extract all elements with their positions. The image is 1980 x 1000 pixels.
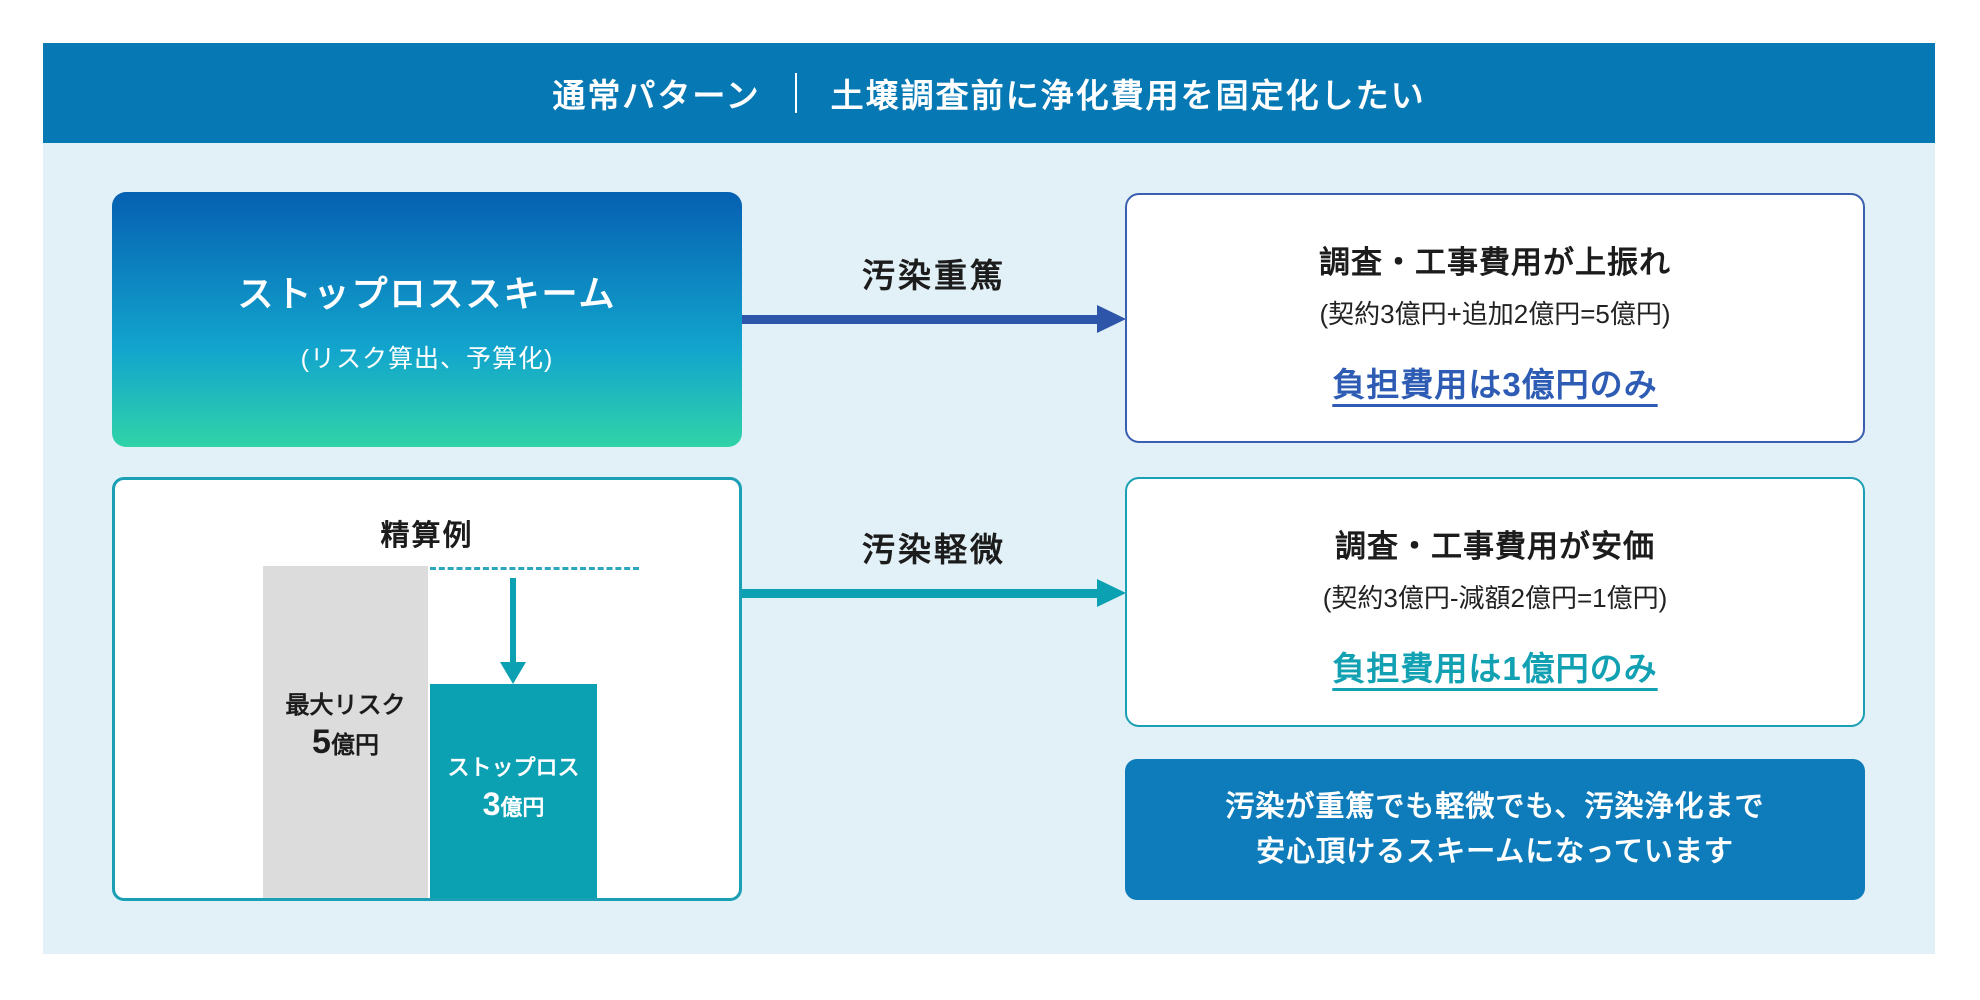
title-divider	[794, 73, 797, 113]
settlement-example-box: 精算例 最大リスク 5億円 ストップロス 3億円	[112, 477, 742, 901]
header-pattern-label: 通常パターン	[552, 77, 761, 114]
header-bar: 通常パターン 土壌調査前に浄化費用を固定化したい	[43, 43, 1935, 143]
severe-arrow-head	[1097, 305, 1126, 333]
stoploss-amount: 3億円	[430, 786, 597, 826]
reduction-arrow-head	[500, 662, 526, 684]
stoploss-bar: ストップロス 3億円	[430, 684, 597, 898]
severe-result-highlight-text: 負担費用は3億円のみ	[1332, 366, 1658, 403]
max-risk-bar: 最大リスク 5億円	[263, 566, 428, 898]
minor-arrow-label: 汚染軽微	[862, 531, 1006, 568]
header-goal-label: 土壌調査前に浄化費用を固定化したい	[830, 77, 1426, 114]
severe-result-title: 調査・工事費用が上振れ	[1319, 245, 1671, 280]
max-risk-label: 最大リスク 5億円	[263, 688, 428, 764]
stoploss-unit: 億円	[500, 795, 545, 820]
note-line-2: 安心頂けるスキームになっています	[1256, 835, 1734, 868]
max-risk-amount: 5億円	[263, 724, 428, 764]
minor-result-box: 調査・工事費用が安価 (契約3億円-減額2億円=1億円) 負担費用は1億円のみ	[1125, 477, 1865, 727]
stoploss-label: ストップロス 3億円	[430, 750, 597, 826]
reassurance-note-box: 汚染が重篤でも軽微でも、汚染浄化まで 安心頂けるスキームになっています	[1125, 759, 1865, 900]
minor-result-title: 調査・工事費用が安価	[1335, 529, 1655, 564]
minor-result-highlight: 負担費用は1億円のみ	[1127, 642, 1863, 690]
stoploss-value: 3	[482, 786, 501, 822]
content-panel: 通常パターン 土壌調査前に浄化費用を固定化したい ストップロススキーム (リスク…	[43, 43, 1935, 954]
minor-arrow-shaft	[742, 589, 1097, 598]
minor-result-highlight-text: 負担費用は1億円のみ	[1332, 650, 1658, 687]
severe-result-highlight: 負担費用は3億円のみ	[1127, 358, 1863, 406]
reduction-arrow-shaft	[510, 578, 516, 662]
minor-result-formula: (契約3億円-減額2億円=1億円)	[1322, 583, 1668, 613]
stoploss-scheme-box: ストップロススキーム (リスク算出、予算化)	[112, 192, 742, 447]
minor-arrow-head	[1097, 579, 1126, 607]
severe-arrow-label: 汚染重篤	[862, 257, 1006, 294]
max-risk-value: 5	[312, 723, 331, 761]
severe-arrow-shaft	[742, 315, 1097, 324]
risk-level-dashed-line	[430, 567, 639, 570]
settlement-title: 精算例	[380, 520, 474, 552]
stoploss-name: ストップロス	[447, 755, 580, 780]
max-risk-name: 最大リスク	[285, 692, 406, 719]
scheme-subtitle: (リスク算出、予算化)	[300, 344, 554, 373]
max-risk-unit: 億円	[330, 732, 379, 759]
severe-result-formula: (契約3億円+追加2億円=5億円)	[1319, 299, 1671, 329]
scheme-title: ストップロススキーム	[237, 272, 617, 314]
severe-result-box: 調査・工事費用が上振れ (契約3億円+追加2億円=5億円) 負担費用は3億円のみ	[1125, 193, 1865, 443]
note-line-1: 汚染が重篤でも軽微でも、汚染浄化まで	[1225, 790, 1765, 823]
